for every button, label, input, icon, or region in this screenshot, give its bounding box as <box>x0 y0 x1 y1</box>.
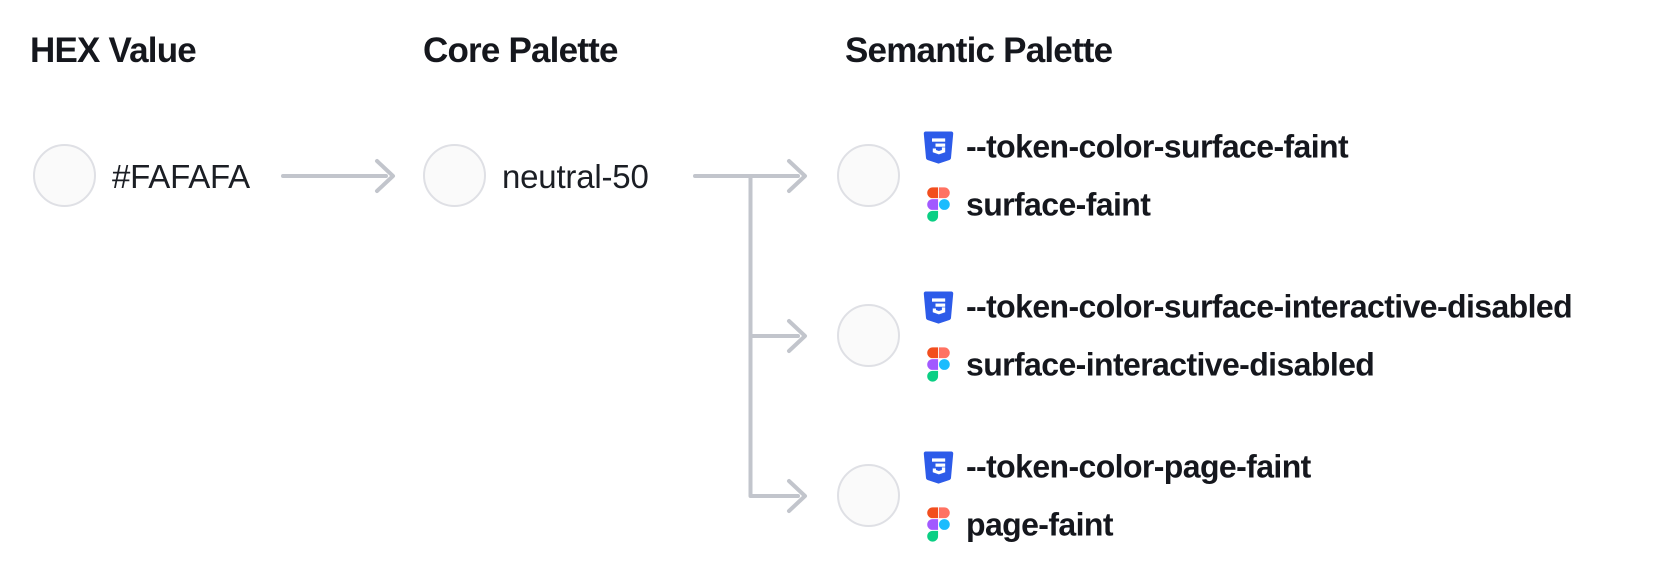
core-palette-label: neutral-50 <box>502 158 649 195</box>
column-header-semantic-palette: Semantic Palette <box>845 31 1113 70</box>
arrow-semantic-3-chevron <box>787 479 807 513</box>
css-token-name: --token-color-surface-faint <box>966 128 1349 165</box>
semantic-swatch-2 <box>837 304 900 367</box>
semantic-swatch-1 <box>837 144 900 207</box>
branch-trunk-and-row-3 <box>748 174 800 498</box>
figma-icon <box>927 507 950 542</box>
core-color-swatch <box>423 144 486 207</box>
column-header-core-palette: Core Palette <box>423 31 618 70</box>
figma-icon <box>927 187 950 222</box>
arrow-hex-to-core-chevron <box>375 159 395 193</box>
css-token-name: --token-color-page-faint <box>966 448 1311 485</box>
semantic-swatch-3 <box>837 464 900 527</box>
figma-token-name: page-faint <box>966 506 1114 543</box>
css3-icon <box>923 291 954 324</box>
css3-icon <box>923 451 954 484</box>
css3-icon <box>923 131 954 164</box>
arrow-core-to-semantic-1-chevron <box>787 159 807 193</box>
column-header-hex-value: HEX Value <box>30 31 197 70</box>
hex-value-label: #FAFAFA <box>112 158 250 195</box>
figma-token-name: surface-interactive-disabled <box>966 346 1375 383</box>
figma-icon <box>927 347 950 382</box>
figma-token-name: surface-faint <box>966 186 1151 223</box>
css-token-name: --token-color-surface-interactive-disabl… <box>966 288 1573 325</box>
hex-color-swatch <box>33 144 96 207</box>
arrow-semantic-2-chevron <box>787 319 807 353</box>
